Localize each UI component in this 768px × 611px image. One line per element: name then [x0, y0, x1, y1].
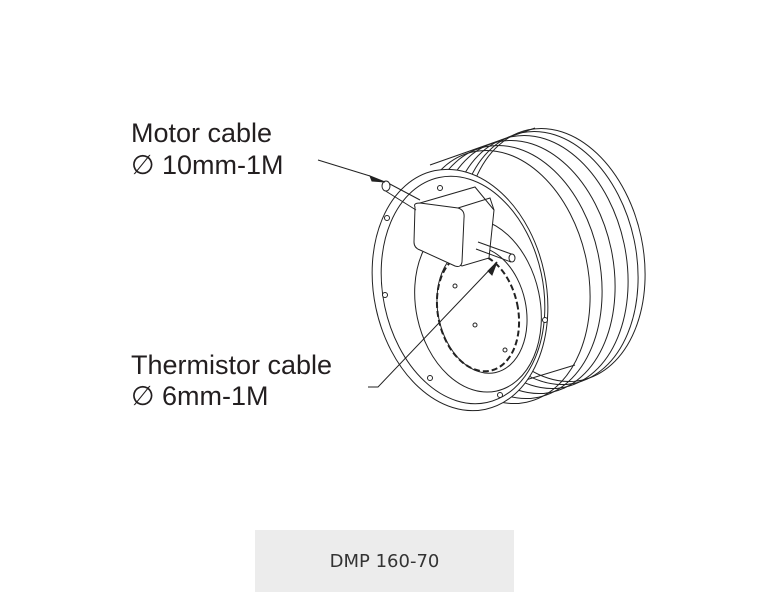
model-name: DMP 160-70 — [329, 550, 440, 572]
model-caption: DMP 160-70 — [255, 530, 514, 592]
thermistor-cable-title: Thermistor cable — [131, 350, 333, 380]
motor-cable-title: Motor cable — [131, 118, 273, 148]
connector-box — [413, 186, 495, 267]
thermistor-cable — [475, 241, 516, 263]
leader-lines — [317, 159, 498, 388]
thermistor-cable-spec: ∅ 6mm-1M — [131, 381, 269, 411]
bolt-holes — [382, 185, 548, 398]
motor-cable — [381, 180, 421, 211]
motor-cable-spec: ∅ 10mm-1M — [131, 150, 284, 180]
